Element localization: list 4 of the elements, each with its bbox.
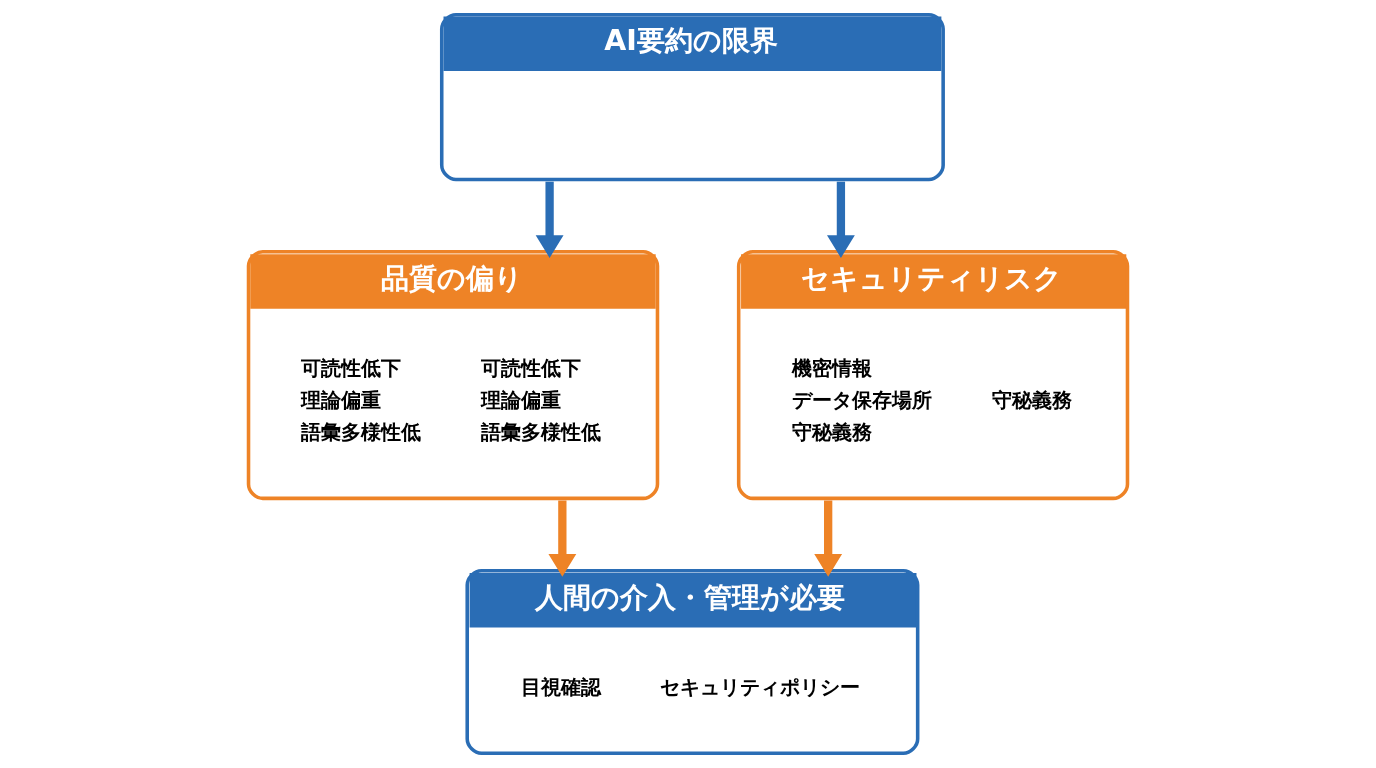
arrow (535, 181, 564, 258)
arrow (548, 500, 577, 577)
arrow (814, 500, 843, 577)
arrow (826, 181, 855, 258)
